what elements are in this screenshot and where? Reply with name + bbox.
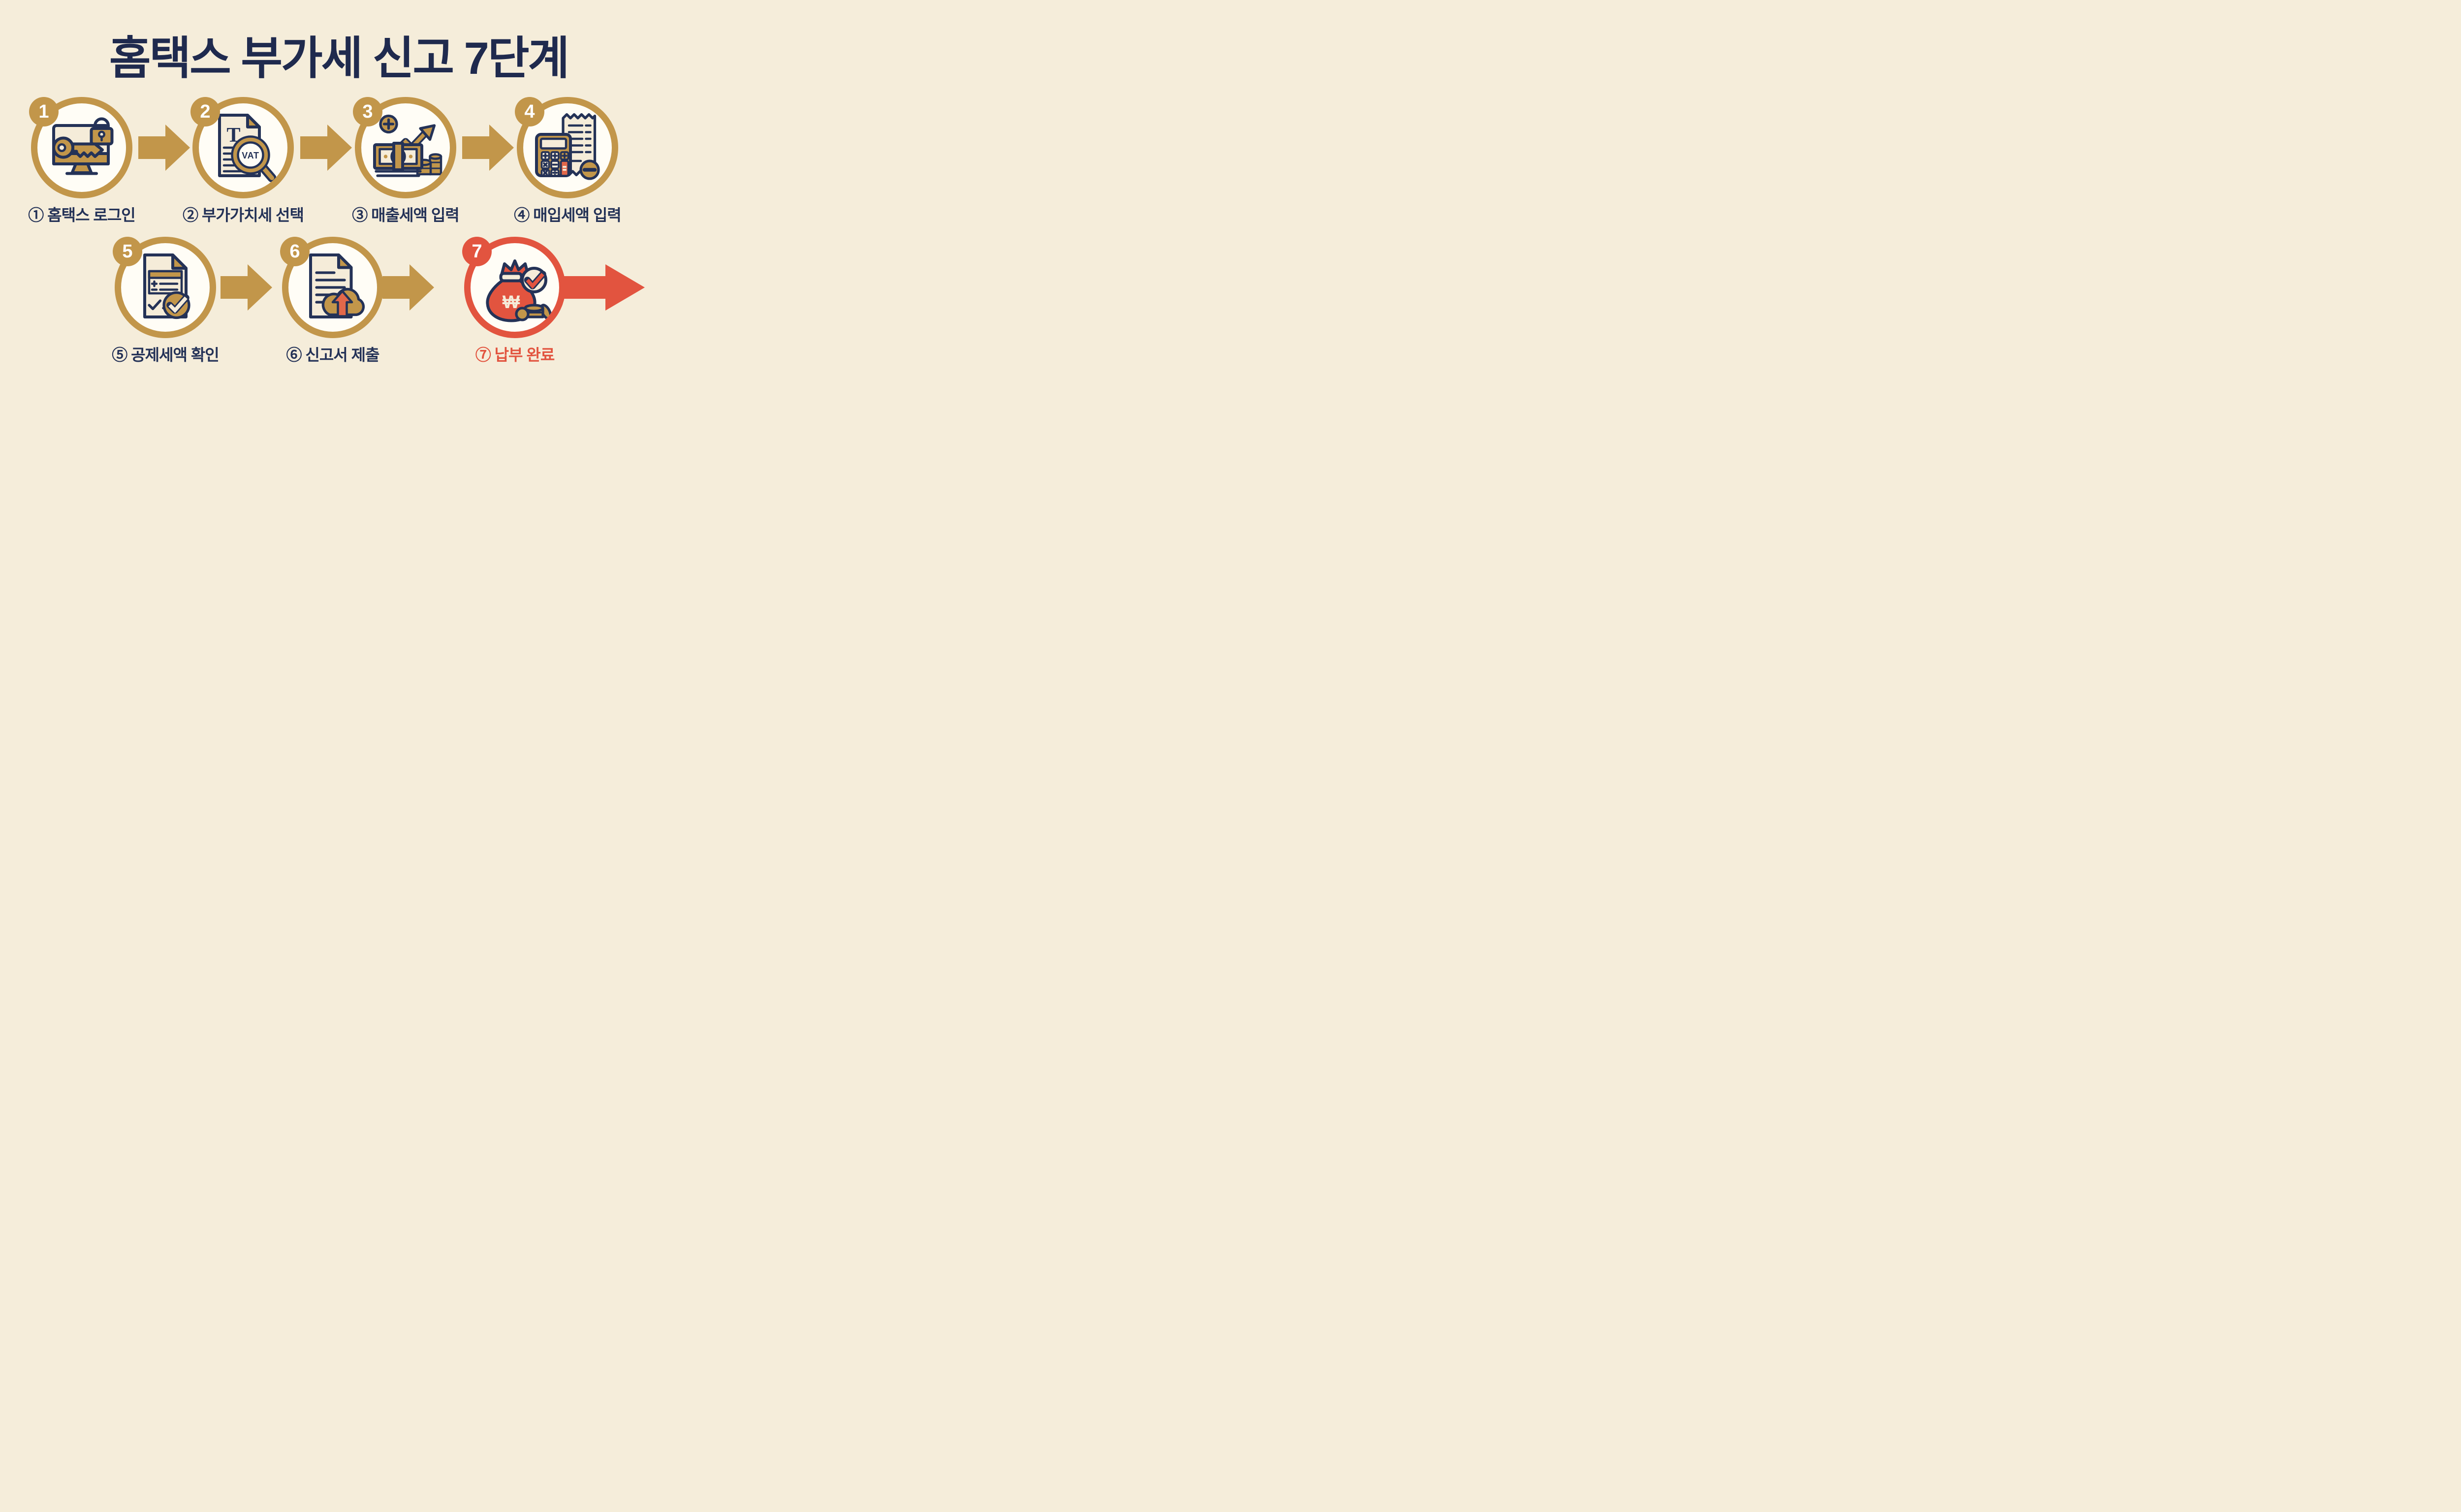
step-4-number-badge: 4 (515, 97, 544, 126)
step-3-number-badge: 3 (353, 97, 382, 126)
step-5-label: ⑤ 공제세액 확인 (112, 346, 219, 364)
arrow-step2-to-step3 (300, 125, 352, 173)
arrow-step5-to-step6 (221, 264, 272, 313)
step-5-number-badge: 5 (113, 237, 142, 266)
step-4: 4 ④ 매입세액 입력 (514, 97, 622, 224)
step-2-number-badge: 2 (190, 97, 220, 126)
step-6-number-badge: 6 (280, 237, 310, 266)
money-bag-won-check-icon: ₩ (486, 259, 552, 322)
key-icon (52, 136, 104, 159)
step-6: 6 ⑥ 신고서 제출 (280, 237, 383, 364)
won-symbol: ₩ (503, 291, 520, 312)
step-1-label: ① 홈택스 로그인 (28, 206, 135, 224)
form-checkmark-icon (143, 253, 190, 319)
step-5: 5 ⑤ 공제세액 확인 (112, 237, 220, 364)
step-1: 1 ① 홈택스 로그인 (28, 97, 136, 224)
infographic-canvas: 홈택스 부가세 신고 7단계 (0, 0, 677, 378)
step-6-label: ⑥ 신고서 제출 (286, 346, 380, 364)
monitor-key-padlock-icon (52, 117, 114, 175)
banknotes-icon (373, 142, 423, 177)
magnifier-icon: VAT (231, 135, 277, 183)
step-7-circle: ₩ (464, 237, 566, 338)
page-title: 홈택스 부가세 신고 7단계 (109, 33, 569, 84)
minus-badge-icon (579, 159, 600, 180)
step-3-label: ③ 매출세액 입력 (352, 206, 459, 224)
document-cloud-upload-icon (309, 253, 365, 318)
arrow-step6-to-step7 (382, 264, 434, 313)
arrow-step3-to-step4 (462, 125, 514, 173)
check-circle-icon (162, 291, 190, 319)
vat-document-magnifier-icon: T VAT (218, 114, 277, 183)
cloud-upload-icon (321, 287, 365, 317)
padlock-icon (90, 117, 114, 146)
step-7: ₩ 7 ⑦ 납부 완료 (462, 237, 566, 364)
arrow-step1-to-step2 (138, 125, 190, 173)
step-7-label: ⑦ 납부 완료 (475, 346, 555, 364)
step-1-number-badge: 1 (29, 97, 59, 126)
check-circle-icon (521, 267, 547, 293)
banknotes-growth-coins-icon (373, 114, 442, 177)
step-4-label: ④ 매입세액 입력 (514, 206, 621, 224)
step-7-number-badge: 7 (462, 237, 492, 266)
plus-coin-icon (379, 114, 398, 134)
coins-icon (515, 304, 552, 321)
calculator-icon (535, 133, 572, 177)
document-icon (143, 253, 188, 318)
step-2: T VAT 2 ② 부가가치세 선택 (183, 97, 304, 224)
step-2-label: ② 부가가치세 선택 (183, 206, 304, 224)
arrow-step7-complete (556, 264, 645, 313)
step-3: 3 ③ 매출세액 입력 (352, 97, 460, 224)
calculator-receipt-minus-icon (535, 113, 600, 180)
magnifier-label: VAT (242, 151, 259, 160)
